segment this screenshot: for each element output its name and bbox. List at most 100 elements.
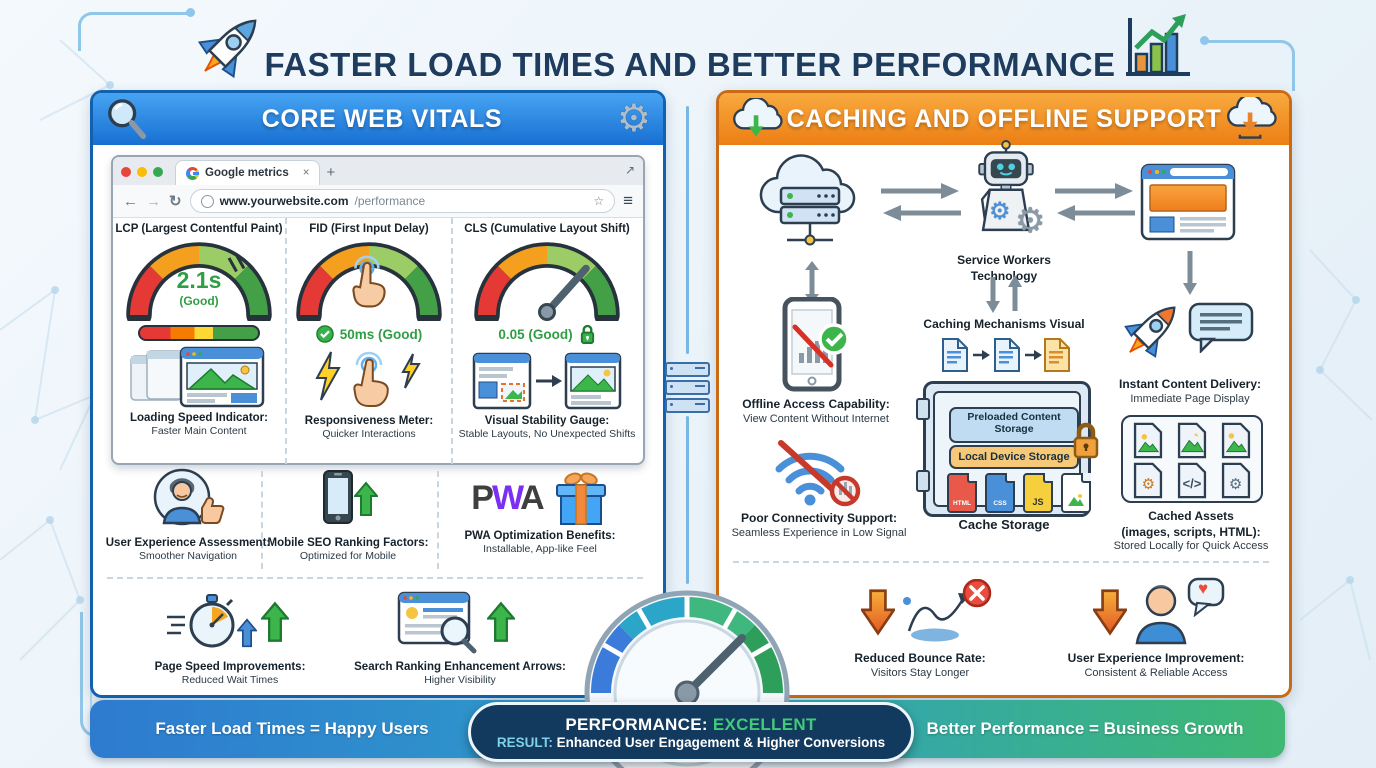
- center-divider-bottom: [686, 416, 689, 584]
- bidirectional-arrows: [881, 183, 961, 221]
- divider: [733, 561, 1269, 563]
- down-arrow-line: [1183, 251, 1197, 295]
- traffic-light-red: [121, 167, 131, 177]
- back-icon: ←: [123, 192, 138, 210]
- improvement-page-speed: Page Speed Improvements: Reduced Wait Ti…: [110, 589, 350, 687]
- browser-address-bar: ← → ↻ www.yourwebsite.com/performance ☆ …: [113, 185, 643, 218]
- reduced-bounce-label: Reduced Bounce Rate: Visitors Stay Longe…: [854, 651, 986, 679]
- metric-column-lcp: LCP (Largest Contentful Paint) 2.1s (Goo…: [113, 218, 285, 464]
- performance-value: EXCELLENT: [712, 714, 817, 734]
- image-file-icon: [1061, 473, 1091, 513]
- benefit-subtitle: Smoother Navigation: [138, 550, 238, 563]
- google-logo-icon: [186, 166, 199, 180]
- improvement-title: Search Ranking Enhancement Arrows:: [354, 661, 566, 673]
- cls-value-row: 0.05 (Good): [498, 324, 595, 344]
- cls-value: 0.05 (Good): [498, 326, 573, 342]
- lcp-gauge: 2.1s (Good): [124, 237, 274, 321]
- improvement-subtitle: Higher Visibility: [424, 674, 496, 687]
- benefits-row: User Experience Assessment: Smoother Nav…: [93, 465, 657, 575]
- metric-column-cls: CLS (Cumulative Layout Shift) 0.05 (Good…: [451, 218, 641, 464]
- gear-asset-icon: ⚙: [1215, 462, 1256, 499]
- benefit-title: User Experience Assessment:: [105, 537, 271, 549]
- tab-title: Google metrics: [205, 167, 289, 179]
- gear-icon: ⚙: [616, 98, 651, 140]
- forward-icon: →: [146, 192, 161, 210]
- offline-phone-icon: [782, 297, 850, 392]
- browser-tab-strip: Google metrics × + ↗: [113, 157, 643, 185]
- mobile-up-arrow-icon: [323, 470, 378, 524]
- site-icon: [200, 194, 214, 208]
- cls-gauge: [472, 237, 622, 321]
- check-circle-icon: [315, 325, 334, 343]
- browser-tab: Google metrics ×: [175, 160, 321, 185]
- reload-icon: ↻: [169, 193, 182, 210]
- rocket-icon: [197, 19, 257, 79]
- corner-dot: [1200, 36, 1209, 45]
- no-wifi-icon: [775, 440, 861, 507]
- code-asset-icon: </>: [1172, 462, 1213, 499]
- pwa-logo: PWA: [471, 478, 544, 517]
- cached-assets-box: ⚙ </> ⚙: [1121, 415, 1263, 503]
- cached-assets-label: Cached Assets (images, scripts, HTML): S…: [1113, 509, 1269, 553]
- file-type-chips: HTML CSS JS: [947, 473, 1091, 513]
- indicator-subtitle: Quicker Interactions: [322, 428, 416, 441]
- improvement-search-ranking: Search Ranking Enhancement Arrows: Highe…: [335, 589, 585, 687]
- padlock-icon: [1073, 422, 1099, 459]
- divider: [261, 471, 263, 569]
- fid-gauge: [294, 237, 444, 321]
- core-web-vitals-panel: CORE WEB VITALS ⚙ Google metrics × + ↗ ←…: [90, 90, 666, 698]
- local-device-storage: Local Device Storage: [949, 445, 1079, 469]
- cached-page-window-icon: [1140, 163, 1236, 241]
- speech-bubble-icon: [1188, 302, 1254, 353]
- footer-left-text: Faster Load Times = Happy Users: [155, 719, 429, 738]
- tab-close-icon: ×: [302, 167, 310, 179]
- benefit-subtitle: Optimized for Mobile: [299, 550, 397, 563]
- center-divider-top: [686, 106, 689, 354]
- metric-label: LCP (Largest Contentful Paint): [115, 223, 283, 235]
- html-file-icon: HTML: [947, 473, 977, 513]
- benefit-title: PWA Optimization Benefits:: [464, 530, 616, 542]
- benefit-mobile-seo: Mobile SEO Ranking Factors: Optimized fo…: [258, 467, 438, 563]
- preloaded-content-storage: Preloaded Content Storage: [949, 407, 1079, 443]
- reduced-bounce-icon: [861, 579, 992, 642]
- indicator-title: Responsiveness Meter:: [304, 415, 434, 427]
- rocket-small-icon: [1124, 306, 1176, 358]
- cache-storage-inner: Preloaded Content Storage Local Device S…: [933, 391, 1091, 513]
- lcp-progress-bar: [138, 325, 260, 341]
- image-asset-icon: [1172, 422, 1213, 459]
- image-asset-icon: [1128, 422, 1169, 459]
- gift-icon: [555, 472, 606, 525]
- url-host: www.yourwebsite.com: [219, 194, 349, 208]
- indicator-title: Loading Speed Indicator:: [129, 412, 268, 424]
- corner-dot: [186, 8, 195, 17]
- avatar-thumbs-up-icon: [153, 468, 225, 526]
- performance-result-pill: PERFORMANCE: EXCELLENT RESULT: Enhanced …: [468, 702, 914, 762]
- growth-chart-icon: [1126, 14, 1190, 76]
- divider-server-icon: [665, 362, 710, 416]
- gear-icon: ⚙: [1015, 202, 1046, 240]
- result-value: Enhanced User Engagement & Higher Conver…: [556, 734, 886, 750]
- footer-right-text: Better Performance = Business Growth: [926, 719, 1244, 738]
- robot-icon: ⚙ ⚙: [963, 139, 1049, 251]
- page-title: FASTER LOAD TIMES AND BETTER PERFORMANCE: [264, 46, 1116, 84]
- fid-value-row: 50ms (Good): [315, 324, 422, 344]
- divider: [437, 471, 439, 569]
- left-panel-title: CORE WEB VITALS: [261, 104, 503, 133]
- core-web-vitals-header: CORE WEB VITALS ⚙: [93, 93, 663, 145]
- cache-storage-caption: Cache Storage: [958, 517, 1050, 532]
- metrics-content: LCP (Largest Contentful Paint) 2.1s (Goo…: [113, 218, 643, 464]
- service-workers-label: Service Workers Technology: [957, 253, 1051, 283]
- benefit-subtitle: Installable, App-like Feel: [483, 543, 597, 556]
- heart-icon: ♥: [1198, 579, 1209, 598]
- image-asset-icon: [1215, 422, 1256, 459]
- url-field: www.yourwebsite.com/performance ☆: [189, 189, 616, 213]
- ux-improvement-label: User Experience Improvement: Consistent …: [1067, 651, 1245, 679]
- benefit-title: Mobile SEO Ranking Factors:: [267, 537, 429, 549]
- metric-label: FID (First Input Delay): [309, 223, 429, 235]
- touch-hand-icon: [352, 255, 386, 308]
- instant-delivery-label: Instant Content Delivery: Immediate Page…: [1118, 377, 1262, 405]
- indicator-title: Visual Stability Gauge:: [484, 415, 610, 427]
- cloud-download-icon: [733, 98, 783, 137]
